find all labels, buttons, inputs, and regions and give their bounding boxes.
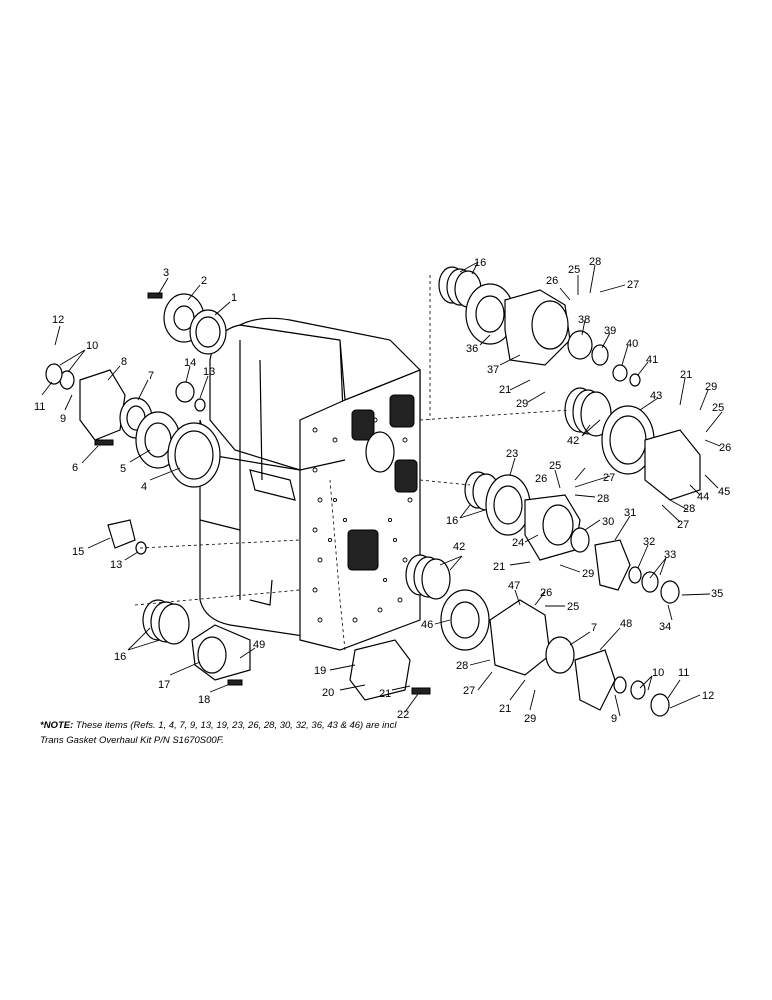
left-components: [45, 292, 301, 555]
callout-18: 18: [198, 694, 210, 706]
callout-15: 15: [72, 546, 84, 558]
callout-13: 13: [203, 366, 215, 378]
callout-25: 25: [568, 264, 580, 276]
callout-39: 39: [604, 325, 616, 337]
callout-12: 12: [52, 314, 64, 326]
callout-26: 26: [540, 587, 552, 599]
callout-38: 38: [578, 314, 590, 326]
callout-31: 31: [624, 507, 636, 519]
callout-9: 9: [60, 413, 66, 425]
callout-29: 29: [705, 381, 717, 393]
callout-16: 16: [446, 515, 458, 527]
callout-13: 13: [110, 559, 122, 571]
callout-48: 48: [620, 618, 632, 630]
callout-27: 27: [677, 519, 689, 531]
callout-10: 10: [86, 340, 98, 352]
callout-21: 21: [499, 384, 511, 396]
callout-26: 26: [546, 275, 558, 287]
right-components: [405, 266, 701, 717]
callout-27: 27: [603, 472, 615, 484]
note-text: These items (Refs. 1, 4, 7, 9, 13, 19, 2…: [40, 720, 397, 746]
note-prefix: *NOTE:: [40, 720, 74, 731]
callout-41: 41: [646, 354, 658, 366]
callout-20: 20: [322, 687, 334, 699]
callout-26: 26: [535, 473, 547, 485]
callout-45: 45: [718, 486, 730, 498]
callout-9: 9: [611, 713, 617, 725]
callout-4: 4: [141, 481, 147, 493]
callout-26: 26: [719, 442, 731, 454]
callout-14: 14: [184, 357, 196, 369]
callout-23: 23: [506, 448, 518, 460]
callout-1: 1: [231, 292, 237, 304]
callout-25: 25: [712, 402, 724, 414]
callout-16: 16: [114, 651, 126, 663]
callout-11: 11: [678, 667, 689, 679]
callout-36: 36: [466, 343, 478, 355]
kit-note: *NOTE: These items (Refs. 1, 4, 7, 9, 13…: [40, 718, 400, 748]
callout-47: 47: [508, 580, 520, 592]
callout-33: 33: [664, 549, 676, 561]
callout-5: 5: [120, 463, 126, 475]
callout-42: 42: [453, 541, 465, 553]
transmission-housing: [199, 317, 421, 651]
callout-12: 12: [702, 690, 714, 702]
callout-28: 28: [589, 256, 601, 268]
callout-21: 21: [499, 703, 511, 715]
callout-28: 28: [456, 660, 468, 672]
callout-27: 27: [627, 279, 639, 291]
callout-21: 21: [493, 561, 505, 573]
callout-42: 42: [567, 435, 579, 447]
callout-24: 24: [512, 537, 524, 549]
callout-22: 22: [397, 709, 409, 721]
callout-28: 28: [597, 493, 609, 505]
callout-6: 6: [72, 462, 78, 474]
callout-3: 3: [163, 267, 169, 279]
callout-30: 30: [602, 516, 614, 528]
callout-8: 8: [121, 356, 127, 368]
callout-29: 29: [582, 568, 594, 580]
callout-16: 16: [474, 257, 486, 269]
callout-40: 40: [626, 338, 638, 350]
callout-46: 46: [421, 619, 433, 631]
callout-32: 32: [643, 536, 655, 548]
callout-35: 35: [711, 588, 723, 600]
callout-10: 10: [652, 667, 664, 679]
callout-28: 28: [683, 503, 695, 515]
callout-43: 43: [650, 390, 662, 402]
callout-21: 21: [379, 688, 391, 700]
callout-7: 7: [591, 622, 597, 634]
callout-25: 25: [567, 601, 579, 613]
callout-29: 29: [524, 713, 536, 725]
callout-29: 29: [516, 398, 528, 410]
callout-49: 49: [253, 639, 265, 651]
shaft-ends: [347, 394, 418, 571]
callout-37: 37: [487, 364, 499, 376]
leader-lines: [41, 261, 723, 717]
callout-34: 34: [659, 621, 671, 633]
callout-2: 2: [201, 275, 207, 287]
callout-17: 17: [158, 679, 170, 691]
callout-27: 27: [463, 685, 475, 697]
callout-11: 11: [34, 401, 45, 413]
callout-25: 25: [549, 460, 561, 472]
callout-labels: 3 2 1 12 10 8 7 11 9 14 13 6 5 4 15 13 1…: [34, 256, 731, 725]
callout-21: 21: [680, 369, 692, 381]
callout-44: 44: [697, 491, 709, 503]
callout-19: 19: [314, 665, 326, 677]
callout-7: 7: [148, 370, 154, 382]
